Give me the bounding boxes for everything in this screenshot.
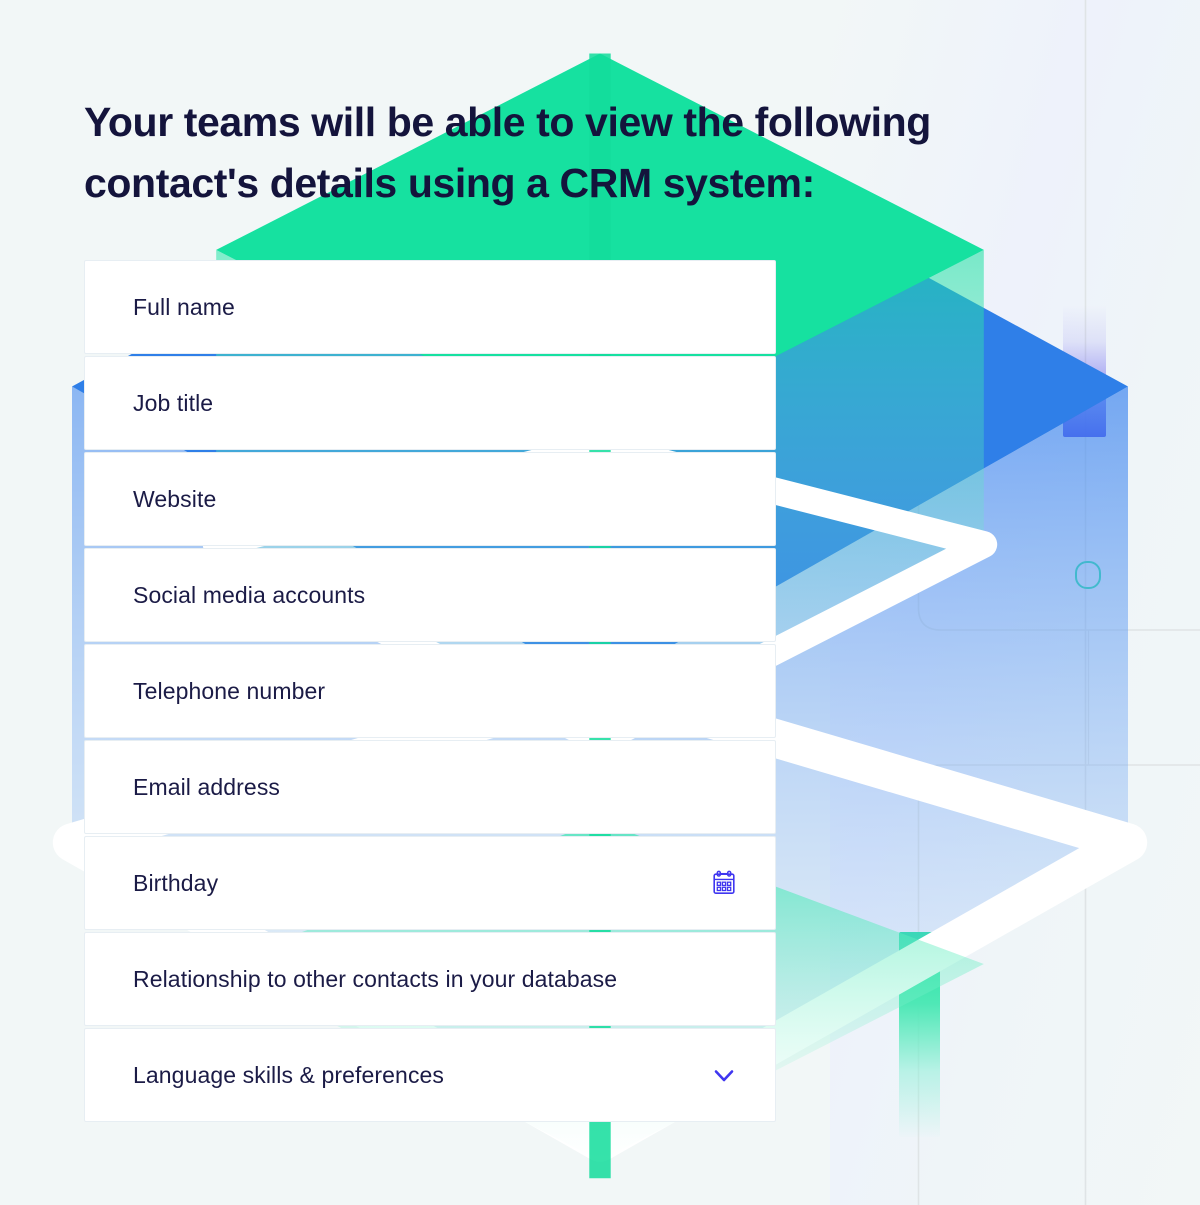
list-item[interactable]: Job title: [84, 356, 776, 451]
list-item-label: Email address: [133, 773, 281, 800]
list-item-label: Job title: [133, 389, 214, 416]
list-item-label: Language skills & preferences: [133, 1061, 445, 1088]
list-item[interactable]: Telephone number: [84, 644, 776, 739]
list-item-label: Telephone number: [133, 677, 326, 704]
list-item-label: Social media accounts: [133, 581, 366, 608]
contact-field-list: Full name Job title Website Social media…: [84, 260, 776, 1123]
list-item[interactable]: Social media accounts: [84, 548, 776, 643]
list-item-language[interactable]: Language skills & preferences: [84, 1028, 776, 1123]
list-item-label: Birthday: [133, 869, 219, 896]
main-content: Your teams will be able to view the foll…: [84, 99, 931, 1123]
list-item[interactable]: Email address: [84, 740, 776, 835]
list-item-label: Full name: [133, 293, 235, 320]
chevron-down-icon[interactable]: [707, 1058, 741, 1092]
list-item-label: Relationship to other contacts in your d…: [133, 965, 618, 992]
list-item[interactable]: Relationship to other contacts in your d…: [84, 932, 776, 1027]
list-item[interactable]: Full name: [84, 260, 776, 355]
list-item-birthday[interactable]: Birthday: [84, 836, 776, 931]
page-title: Your teams will be able to view the foll…: [84, 99, 931, 206]
list-item[interactable]: Website: [84, 452, 776, 547]
calendar-icon[interactable]: [707, 866, 741, 900]
list-item-label: Website: [133, 485, 217, 512]
